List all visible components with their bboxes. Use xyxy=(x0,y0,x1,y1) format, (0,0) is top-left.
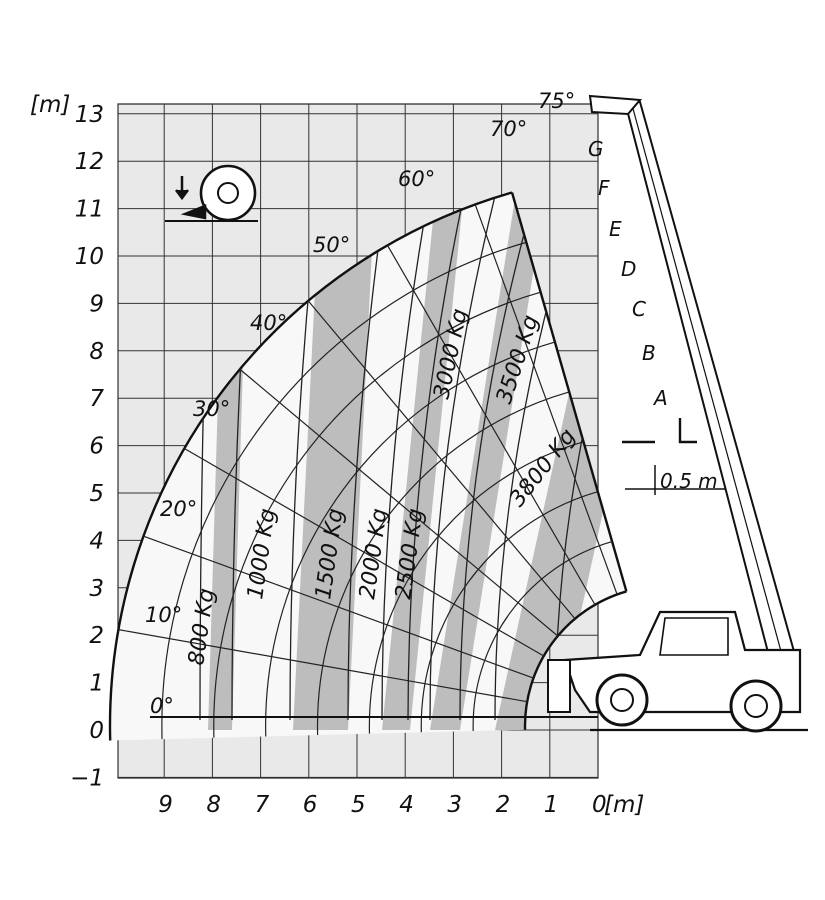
tyre-hub-icon xyxy=(217,182,239,204)
extension-section-label: D xyxy=(621,257,636,281)
load-boundary-curve xyxy=(429,192,517,721)
y-tick-label: 9 xyxy=(89,291,104,317)
boom-angle-label: 0° xyxy=(150,694,174,718)
y-tick-label: 12 xyxy=(75,149,104,175)
extension-section-label: C xyxy=(632,297,646,321)
telescopic-boom xyxy=(623,101,797,662)
boom-angle-line xyxy=(118,629,528,703)
boom-angle-label: 20° xyxy=(160,497,197,521)
outer-envelope-arc xyxy=(108,191,513,741)
x-tick-label: 4 xyxy=(399,792,414,818)
x-tick-label: 1 xyxy=(544,792,559,818)
offset-dimension xyxy=(625,465,725,495)
extension-arc xyxy=(213,291,541,738)
boom-angle-line xyxy=(386,245,596,606)
y-axis-unit: [m] xyxy=(30,92,70,118)
fork-indicator xyxy=(622,418,697,444)
boom-angle-label: 50° xyxy=(313,233,350,257)
boom-angle-line xyxy=(474,204,618,595)
y-tick-label: 11 xyxy=(75,197,104,223)
x-tick-label: 8 xyxy=(206,792,221,818)
boom-angle-line xyxy=(184,447,545,657)
extension-arc xyxy=(368,441,584,734)
x-tick-label: 6 xyxy=(303,792,318,818)
load-band xyxy=(293,192,379,730)
cab-window xyxy=(659,617,729,656)
front-carriage xyxy=(547,659,571,713)
x-axis-unit: [m] xyxy=(604,792,644,818)
extension-arc xyxy=(265,341,556,737)
x-tick-label: 2 xyxy=(496,792,511,818)
extension-section-label: E xyxy=(609,217,622,241)
stabiliser-arrow-icon xyxy=(175,176,207,220)
boom-angle-label: 10° xyxy=(145,603,182,627)
y-tick-label: 0 xyxy=(89,718,104,744)
x-tick-label: 3 xyxy=(447,792,462,818)
y-tick-label: 1 xyxy=(89,671,104,697)
y-tick-label: 7 xyxy=(89,386,104,412)
boom-angle-label: 30° xyxy=(193,397,230,421)
extension-arc xyxy=(420,491,598,733)
boom-angle-label: 75° xyxy=(538,89,575,113)
boom-angle-line xyxy=(307,300,576,620)
extension-arc xyxy=(316,391,570,736)
extension-section-label: G xyxy=(588,137,604,161)
boom-angle-label: 70° xyxy=(490,117,527,141)
boom-angle-label: 60° xyxy=(398,167,435,191)
extension-section-label: F xyxy=(598,176,610,200)
load-band xyxy=(430,192,559,730)
fork-offset-label: 0.5 m xyxy=(660,469,718,493)
y-tick-label: 4 xyxy=(89,528,104,554)
x-tick-label: 5 xyxy=(351,792,366,818)
boom-head xyxy=(588,94,643,116)
x-tick-label: 0 xyxy=(592,792,607,818)
y-tick-label: 3 xyxy=(89,576,104,602)
y-tick-label: 8 xyxy=(89,339,104,365)
extension-arc xyxy=(472,540,613,732)
y-tick-label: 10 xyxy=(75,244,104,270)
wheel-hub xyxy=(744,694,768,718)
y-tick-label: −1 xyxy=(70,765,104,791)
y-tick-label: 5 xyxy=(89,481,104,507)
x-tick-label: 7 xyxy=(255,792,270,818)
y-tick-label: 6 xyxy=(89,434,104,460)
boom-angle-label: 40° xyxy=(250,311,287,335)
extension-arc xyxy=(161,241,527,740)
boom-angle-line xyxy=(239,368,559,637)
y-tick-label: 2 xyxy=(89,623,104,649)
y-tick-label: 13 xyxy=(75,102,104,128)
extension-section-label: B xyxy=(642,341,656,365)
inner-envelope-arc xyxy=(523,590,627,730)
x-tick-label: 9 xyxy=(158,792,173,818)
telehandler-illustration xyxy=(165,94,808,733)
extension-section-label: A xyxy=(652,386,668,410)
boom-angle-line xyxy=(143,535,534,679)
wheel-hub xyxy=(610,688,634,712)
boom-edge xyxy=(631,104,783,656)
